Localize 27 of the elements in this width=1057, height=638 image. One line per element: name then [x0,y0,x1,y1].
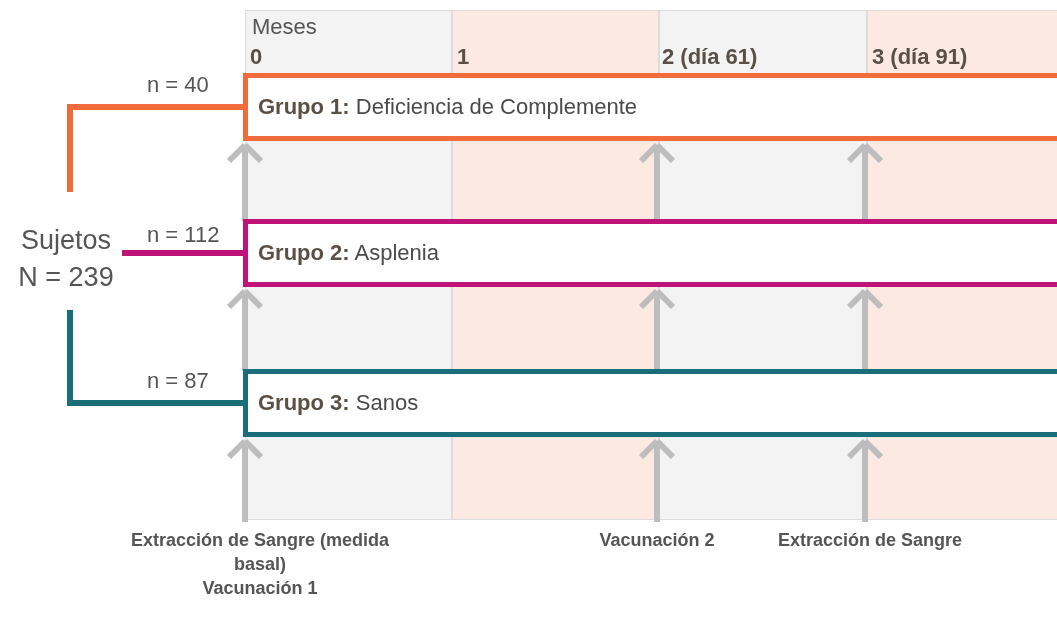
month-label: 3 (día 91) [872,44,968,70]
group-bar [243,73,1057,141]
group-bar [243,369,1057,437]
month-label: 0 [250,44,263,70]
group-label: Grupo 2: Asplenia [258,240,439,266]
month-label: 1 [457,44,470,70]
arrow [638,142,676,221]
arrow [846,438,884,522]
arrow [638,288,676,371]
arrow [846,288,884,371]
group-bar [243,219,1057,287]
arrow [846,142,884,221]
step-label: Extracción de Sangre (medida basal) Vacunación 1 [125,528,395,628]
connector-line [67,104,243,192]
arrow [226,288,264,371]
group-label: Grupo 1: Deficiencia de Complemente [258,94,638,120]
step-label: Vacunación 2 [572,528,742,580]
group-label: Grupo 3: Sanos [258,390,419,416]
connector-line [122,250,243,256]
connector-line [67,310,243,406]
arrow [226,438,264,522]
axis-title: Meses [252,14,317,40]
arrow [638,438,676,522]
step-label: Extracción de Sangre [775,528,965,580]
arrow [226,142,264,221]
month-label: 2 (día 61) [662,44,758,70]
subjects-label: Sujetos N = 239 [10,222,122,296]
